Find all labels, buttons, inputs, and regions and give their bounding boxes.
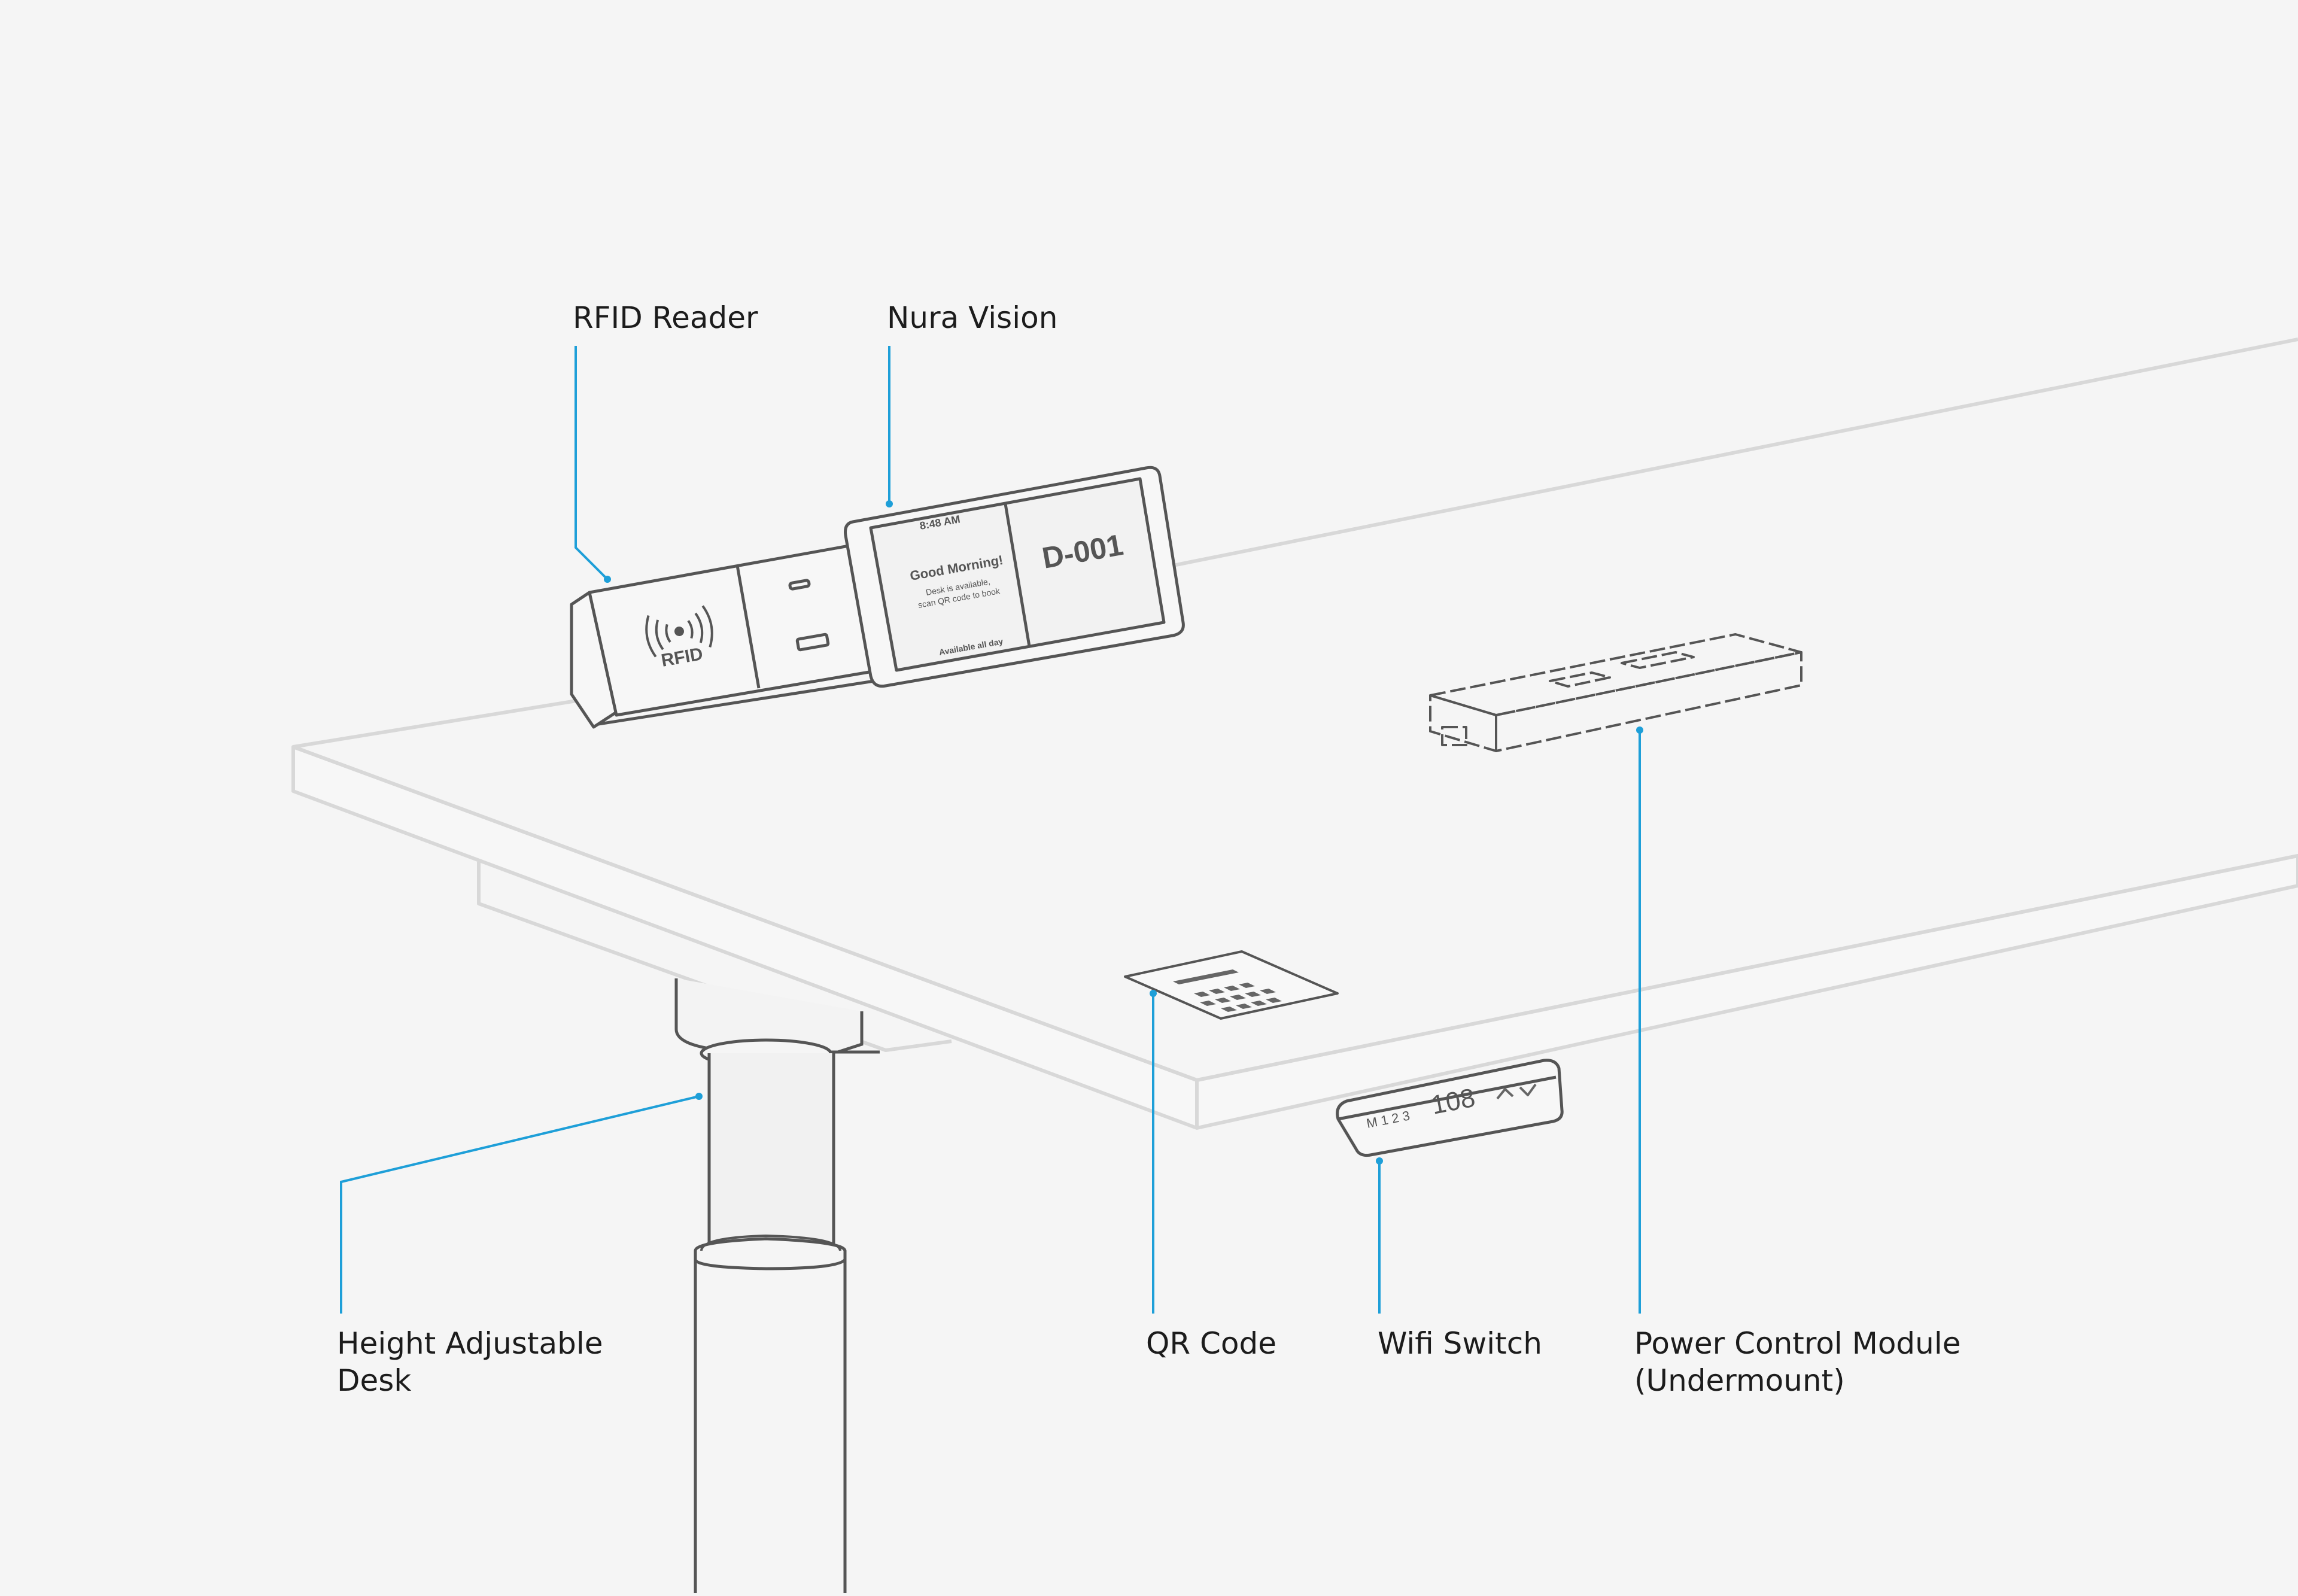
callout-line-rfid [574, 346, 609, 580]
desk-back-edge [293, 695, 599, 749]
leg-outer-column [694, 1257, 847, 1593]
callout-dot-desk [695, 1093, 703, 1100]
wifi-arrows-icon [1496, 1083, 1537, 1100]
callout-dot-rfid [604, 576, 611, 583]
label-power-module-line1: Power Control Module [1634, 1326, 1961, 1361]
qr-pattern [1173, 969, 1282, 1012]
pcm-slot-1 [1549, 671, 1611, 688]
rfid-waves-icon [645, 605, 713, 658]
nura-vision-screen: 8:48 AM Good Morning! Desk is available,… [844, 466, 1185, 688]
pcm-front [1495, 651, 1802, 752]
rfid-body [588, 543, 881, 717]
label-wifi-switch: Wifi Switch [1378, 1326, 1542, 1361]
leg-collar [694, 1237, 847, 1270]
nura-screen-divider [1004, 503, 1031, 647]
usb-port-large [795, 633, 830, 652]
label-height-adjustable-desk: Height Adjustable Desk [337, 1325, 603, 1399]
leg-outer-top [700, 1234, 841, 1251]
qr-code-sticker [1124, 950, 1339, 1020]
desk-leg [674, 978, 880, 1593]
callout-dot-nura [886, 500, 893, 507]
desk-tabletop [291, 338, 2298, 1130]
usb-port-small [788, 579, 811, 591]
rfid-end-cap [570, 591, 618, 729]
pcm-slot-2 [1621, 651, 1695, 669]
desk-front-edge-top [292, 745, 1198, 1082]
desk-back-edge-right [1172, 338, 2298, 567]
callout-lines [340, 346, 1643, 1314]
callout-line-desk [340, 1095, 700, 1314]
rfid-reader-device: RFID [570, 543, 886, 729]
wifi-switch-edge [1338, 1075, 1557, 1121]
rfid-bottom-edge [598, 677, 886, 726]
label-height-desk-line2: Desk [337, 1363, 412, 1398]
label-qr-code: QR Code [1146, 1326, 1276, 1361]
label-nura-vision: Nura Vision [887, 300, 1058, 335]
label-power-module-line2: (Undermount) [1634, 1363, 1845, 1398]
pcm-left [1429, 694, 1497, 752]
callout-dot-power [1636, 726, 1643, 734]
label-power-control-module: Power Control Module (Undermount) [1634, 1325, 1961, 1399]
wifi-switch-body [1336, 1059, 1564, 1157]
label-rfid-reader: RFID Reader [573, 300, 758, 335]
pcm-connector [1441, 726, 1467, 746]
label-height-desk-line1: Height Adjustable [337, 1326, 603, 1361]
power-control-module [1429, 633, 1802, 752]
qr-sticker-outline [1124, 950, 1339, 1020]
callout-dot-qr [1150, 990, 1157, 997]
wifi-switch-device: M 1 2 3 108 [1336, 1059, 1564, 1157]
desk-front-edge-right [1196, 854, 2298, 1082]
desk-top-front-face [291, 745, 2298, 1130]
rfid-divider [735, 565, 761, 689]
callout-dot-wifi [1376, 1157, 1383, 1165]
desk-frame [477, 862, 952, 1052]
leg-inner-column [709, 1053, 834, 1251]
pcm-top [1429, 633, 1802, 716]
